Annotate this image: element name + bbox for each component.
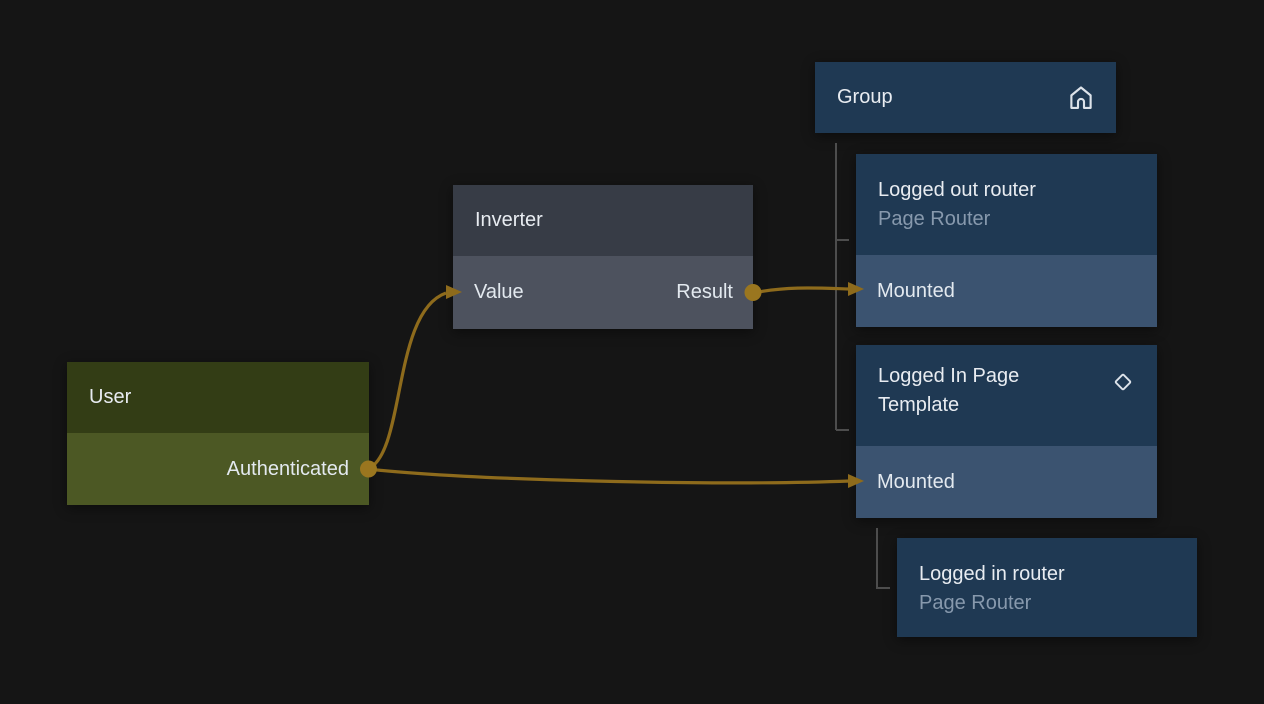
wire-user-to-template-mounted[interactable] xyxy=(368,469,850,483)
tree-line-template-child xyxy=(877,528,890,588)
arrowhead-router-mounted xyxy=(848,282,864,296)
arrowhead-template-mounted xyxy=(848,474,864,488)
tree-line-group-children xyxy=(836,143,849,430)
arrowhead-inverter-value xyxy=(446,285,462,299)
wire-user-to-inverter[interactable] xyxy=(368,293,446,469)
port-dot-inverter-result[interactable] xyxy=(745,284,762,301)
port-dot-user-authenticated[interactable] xyxy=(360,461,377,478)
